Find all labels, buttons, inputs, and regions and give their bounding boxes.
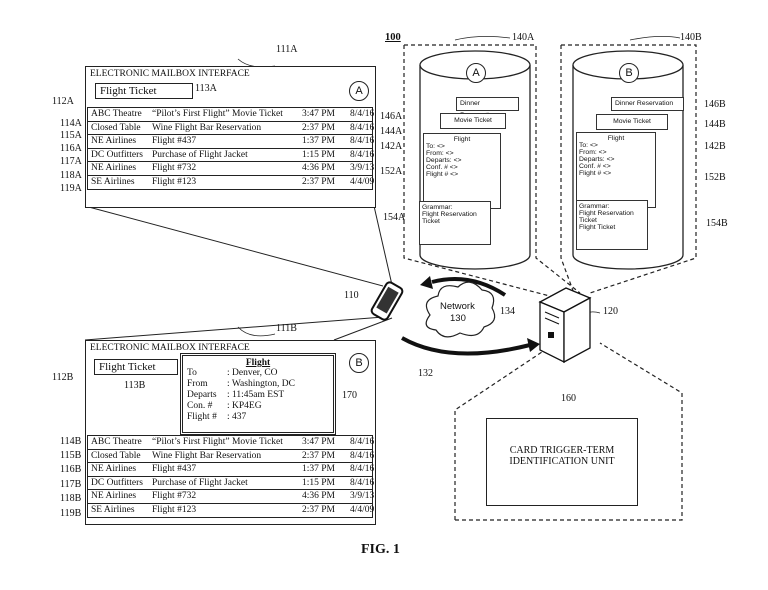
- ref-144a: 144A: [380, 126, 403, 137]
- mail-list-a: ABC Theatre“Pilot’s First Flight” Movie …: [87, 107, 374, 190]
- ref-116b: 116B: [60, 464, 82, 475]
- ref-140b: 140B: [680, 32, 702, 43]
- ref-118a: 118A: [60, 170, 82, 181]
- search-input-b[interactable]: Flight Ticket: [94, 359, 178, 375]
- card-grammar-b: Grammar: Flight Reservation Ticket Fligh…: [576, 200, 648, 250]
- flight-field: To: Denver, CO: [187, 368, 278, 378]
- ref-113b: 113B: [124, 380, 146, 391]
- network-number: 130: [450, 313, 466, 324]
- ref-140a: 140A: [512, 32, 535, 43]
- ref-114b: 114B: [60, 436, 82, 447]
- flight-field: From: Washington, DC: [187, 379, 295, 389]
- ref-113a: 113A: [195, 83, 217, 94]
- figure-caption: FIG. 1: [361, 542, 400, 557]
- mobile-device-icon: [370, 281, 404, 321]
- ref-112b: 112B: [52, 372, 74, 383]
- ref-154a: 154A: [383, 212, 406, 223]
- card-flight-a: Flight To: <> From: <> Departs: <> Conf.…: [423, 133, 501, 209]
- badge-b: B: [349, 353, 369, 373]
- ref-115a: 115A: [60, 130, 82, 141]
- ref-111a: 111A: [276, 44, 298, 55]
- mailbox-panel-b: ELECTRONIC MAILBOX INTERFACE B Flight Ti…: [85, 340, 376, 525]
- ref-114a: 114A: [60, 118, 82, 129]
- ref-117b: 117B: [60, 479, 82, 490]
- badge-a: A: [349, 81, 369, 101]
- ref-152b: 152B: [704, 172, 726, 183]
- ref-144b: 144B: [704, 119, 726, 130]
- ref-170: 170: [342, 390, 357, 401]
- db-label-b: B: [619, 63, 639, 83]
- network-label: Network: [440, 301, 475, 312]
- card-trigger-term-unit: CARD TRIGGER-TERM IDENTIFICATION UNIT: [486, 418, 638, 506]
- ref-146b: 146B: [704, 99, 726, 110]
- ref-117a: 117A: [60, 156, 82, 167]
- ref-132: 132: [418, 368, 433, 379]
- card-dinner-b: Dinner Reservation: [611, 97, 684, 111]
- server-icon: [538, 287, 592, 364]
- figure-ref: 100: [385, 32, 401, 43]
- ref-112a: 112A: [52, 96, 74, 107]
- ref-115b: 115B: [60, 450, 82, 461]
- card-movie-b: Movie Ticket: [596, 114, 668, 130]
- table-row[interactable]: ABC Theatre“Pilot’s First Flight” Movie …: [87, 435, 374, 450]
- ref-110: 110: [344, 290, 359, 301]
- ref-120: 120: [603, 306, 618, 317]
- card-grammar-a: Grammar: Flight Reservation Ticket: [419, 201, 491, 245]
- mailbox-title-b: ELECTRONIC MAILBOX INTERFACE: [90, 343, 250, 353]
- mailbox-panel-a: ELECTRONIC MAILBOX INTERFACE A Flight Ti…: [85, 66, 376, 208]
- ref-119a: 119A: [60, 183, 82, 194]
- ref-160: 160: [561, 393, 576, 404]
- db-label-a: A: [466, 63, 486, 83]
- ref-146a: 146A: [380, 111, 403, 122]
- ref-118b: 118B: [60, 493, 82, 504]
- network-cloud: [425, 281, 496, 338]
- flight-field: Departs: 11:45am EST: [187, 390, 285, 400]
- table-row[interactable]: ABC Theatre“Pilot’s First Flight” Movie …: [87, 107, 374, 122]
- ref-142b: 142B: [704, 141, 726, 152]
- mailbox-title-a: ELECTRONIC MAILBOX INTERFACE: [90, 69, 250, 79]
- flight-card-heading: Flight: [245, 358, 271, 368]
- ref-152a: 152A: [380, 166, 403, 177]
- card-dinner-a: Dinner Reservation: [456, 97, 519, 119]
- ref-154b: 154B: [706, 218, 728, 229]
- ref-116a: 116A: [60, 143, 82, 154]
- ref-142a: 142A: [380, 141, 403, 152]
- mail-list-b: ABC Theatre“Pilot’s First Flight” Movie …: [87, 435, 374, 518]
- flight-field: Flight #: 437: [187, 412, 247, 422]
- ref-134: 134: [500, 306, 515, 317]
- flight-card-popup: Flight To: Denver, CO From: Washington, …: [180, 353, 336, 435]
- ref-111b: 111B: [276, 323, 297, 334]
- card-movie-a: Movie Ticket: [440, 113, 506, 129]
- flight-field: Con. #: KP4EG: [187, 401, 262, 411]
- search-input-a[interactable]: Flight Ticket: [95, 83, 193, 99]
- card-flight-b: Flight To: <> From: <> Departs: <> Conf.…: [576, 132, 656, 208]
- ref-119b: 119B: [60, 508, 82, 519]
